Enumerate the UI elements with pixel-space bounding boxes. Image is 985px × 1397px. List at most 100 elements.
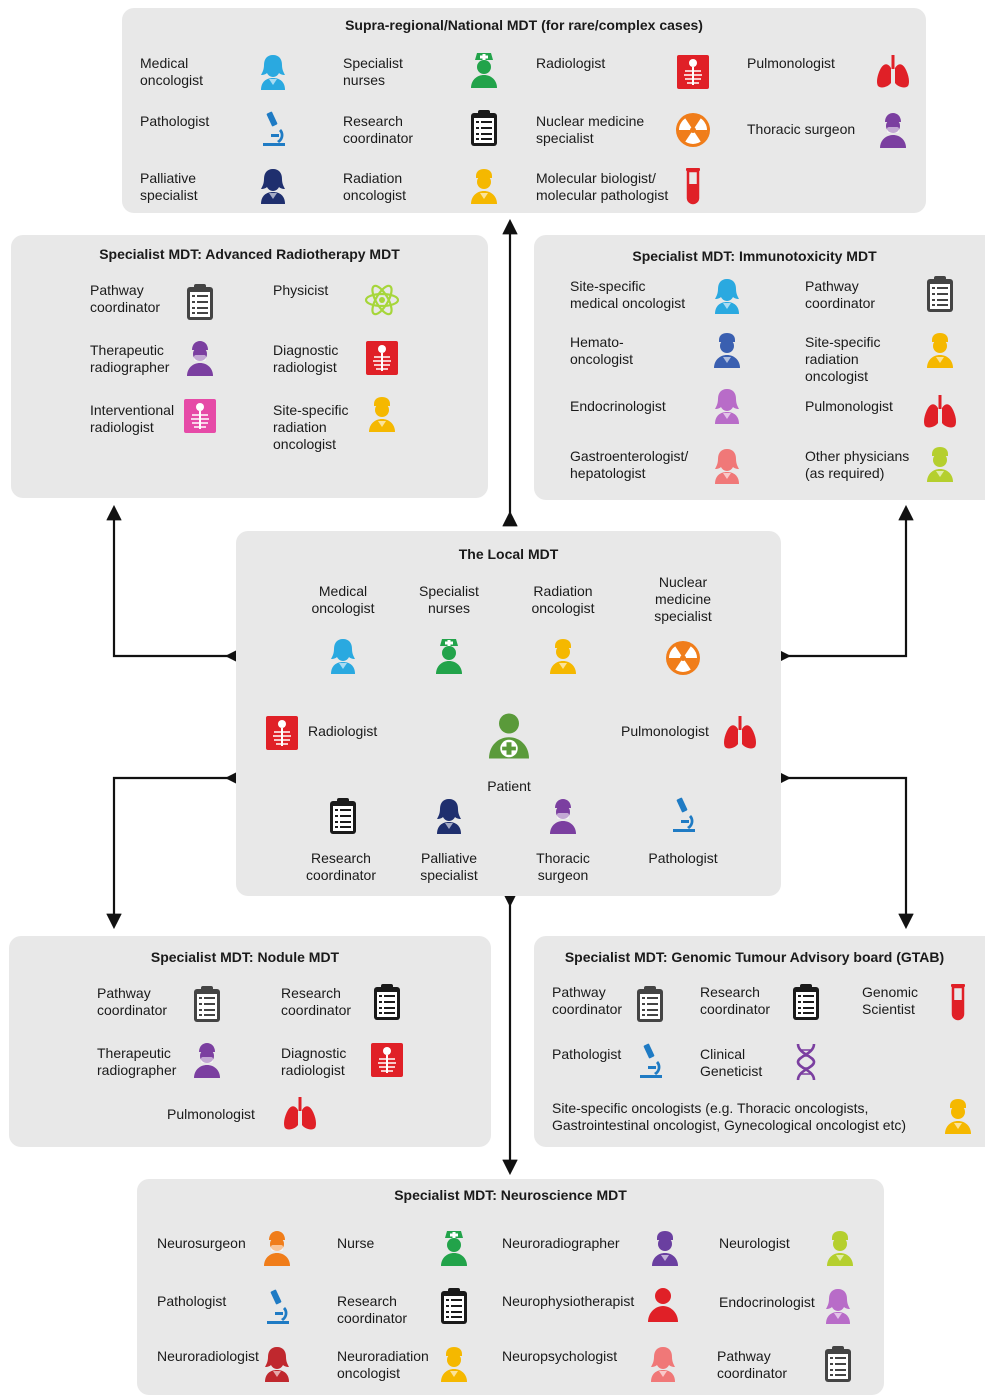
doctor-male-icon bbox=[362, 394, 402, 434]
nurse-icon bbox=[464, 50, 504, 90]
doctor-female-icon bbox=[643, 1344, 683, 1384]
immunotoxicity-panel: Specialist MDT: Immunotoxicity MDT bbox=[534, 235, 985, 500]
x-ray-icon bbox=[262, 713, 302, 753]
member-label: Specialist nurses bbox=[419, 583, 479, 616]
doctor-female-icon bbox=[707, 276, 747, 316]
member-label: Therapeutic radiographer bbox=[90, 342, 170, 375]
member-label: Pathologist bbox=[157, 1293, 227, 1309]
member-label: Pathologist bbox=[140, 113, 210, 129]
member-label: Specialist nurses bbox=[343, 55, 403, 88]
atom-icon bbox=[362, 280, 402, 320]
doctor-male-icon bbox=[464, 166, 504, 206]
member-label: Interventional radiologist bbox=[90, 402, 175, 435]
doctor-female-icon bbox=[429, 796, 469, 836]
clipboard-icon bbox=[920, 274, 960, 314]
gtab-panel: Specialist MDT: Genomic Tumour Advisory … bbox=[534, 936, 985, 1147]
microscope-icon bbox=[630, 1042, 670, 1082]
neuroscience-panel: Specialist MDT: Neuroscience MDT bbox=[137, 1179, 884, 1395]
clipboard-icon bbox=[464, 108, 504, 148]
lungs-icon bbox=[720, 713, 760, 753]
nurse-icon bbox=[429, 636, 469, 676]
member-label: Endocrinologist bbox=[570, 398, 666, 414]
doctor-male-icon bbox=[820, 1228, 860, 1268]
member-label: Pathologist bbox=[552, 1046, 622, 1062]
member-label: Pathologist bbox=[648, 850, 718, 866]
member-label: Nurse bbox=[337, 1235, 375, 1251]
doctor-female-icon bbox=[818, 1286, 858, 1326]
x-ray-icon bbox=[673, 52, 713, 92]
arrow-local-radiotherapy bbox=[106, 504, 241, 664]
member-label: Neuroradiologist bbox=[157, 1348, 259, 1364]
doctor-female-icon bbox=[323, 636, 363, 676]
member-label: Nuclear medicine specialist bbox=[654, 574, 712, 624]
member-label: Site-specific radiation oncologist bbox=[273, 402, 349, 452]
member-label: Neuroradiation oncologist bbox=[337, 1348, 429, 1381]
member-label: Pulmonologist bbox=[747, 55, 835, 71]
member-label: Diagnostic radiologist bbox=[273, 342, 339, 375]
doctor-female-icon bbox=[253, 52, 293, 92]
doctor-male-icon bbox=[920, 330, 960, 370]
local-mdt-panel: The Local MDT bbox=[236, 531, 781, 896]
local-mdt-title: The Local MDT bbox=[458, 546, 559, 562]
member-label: Medical oncologist bbox=[311, 583, 375, 616]
supra-regional-panel: Supra-regional/National MDT (for rare/co… bbox=[122, 8, 926, 213]
member-label: Research coordinator bbox=[700, 984, 771, 1017]
test-tube-icon bbox=[938, 982, 978, 1022]
member-label: Pathway coordinator bbox=[97, 985, 168, 1018]
member-label: Radiologist bbox=[308, 723, 378, 739]
gtab-title: Specialist MDT: Genomic Tumour Advisory … bbox=[564, 949, 945, 965]
surgeon-icon bbox=[257, 1228, 297, 1268]
member-label: Gastroenterologist/ hepatologist bbox=[570, 448, 689, 481]
supra-regional-title: Supra-regional/National MDT (for rare/co… bbox=[345, 17, 703, 33]
doctor-male-icon bbox=[434, 1344, 474, 1384]
microscope-icon bbox=[253, 110, 293, 150]
arrow-local-nodule bbox=[106, 770, 241, 930]
dna-icon bbox=[786, 1042, 826, 1082]
doctor-female-icon bbox=[707, 446, 747, 486]
member-label: Neurosurgeon bbox=[157, 1235, 246, 1251]
clipboard-icon bbox=[434, 1286, 474, 1326]
member-label: Pathway coordinator bbox=[552, 984, 623, 1017]
radiation-icon bbox=[673, 110, 713, 150]
arrow-local-immuno bbox=[775, 504, 914, 664]
clipboard-icon bbox=[187, 984, 227, 1024]
member-label: Pathway coordinator bbox=[717, 1348, 788, 1381]
person-icon bbox=[643, 1284, 683, 1324]
member-label: Pulmonologist bbox=[805, 398, 893, 414]
member-label: Site-specific radiation oncologist bbox=[805, 334, 881, 384]
nodule-panel: Specialist MDT: Nodule MDT bbox=[9, 936, 491, 1147]
x-ray-icon bbox=[180, 396, 220, 436]
lungs-icon bbox=[920, 392, 960, 432]
surgeon-icon bbox=[873, 110, 913, 150]
immunotoxicity-title: Specialist MDT: Immunotoxicity MDT bbox=[632, 248, 877, 264]
member-label: Thoracic surgeon bbox=[536, 850, 590, 883]
member-label: Pulmonologist bbox=[167, 1106, 255, 1122]
x-ray-icon bbox=[367, 1040, 407, 1080]
member-label: Neurologist bbox=[719, 1235, 790, 1251]
member-label: Neurophysiotherapist bbox=[502, 1293, 635, 1309]
doctor-male-icon bbox=[707, 330, 747, 370]
surgeon-icon bbox=[543, 796, 583, 836]
member-label: Pathway coordinator bbox=[805, 278, 876, 311]
clipboard-icon bbox=[818, 1344, 858, 1384]
x-ray-icon bbox=[362, 338, 402, 378]
microscope-icon bbox=[663, 796, 703, 836]
member-label: Research coordinator bbox=[305, 850, 377, 883]
lungs-icon bbox=[873, 52, 913, 92]
doctor-male-icon bbox=[920, 444, 960, 484]
member-label: Pathway coordinator bbox=[90, 282, 161, 315]
member-label: Molecular biologist/ molecular pathologi… bbox=[536, 170, 669, 203]
member-label: Therapeutic radiographer bbox=[97, 1045, 177, 1078]
member-label: Genomic Scientist bbox=[862, 984, 919, 1017]
member-label: Pulmonologist bbox=[621, 723, 709, 739]
lungs-icon bbox=[280, 1094, 320, 1134]
doctor-male-icon bbox=[938, 1096, 978, 1136]
member-label: Research coordinator bbox=[337, 1293, 408, 1326]
member-label: Radiation oncologist bbox=[343, 170, 407, 203]
arrow-local-gtab bbox=[775, 770, 914, 930]
member-label: Site-specific medical oncologist bbox=[570, 278, 686, 311]
doctor-female-icon bbox=[257, 1344, 297, 1384]
member-label: Palliative specialist bbox=[420, 850, 478, 883]
member-label: Neuroradiographer bbox=[502, 1235, 620, 1251]
